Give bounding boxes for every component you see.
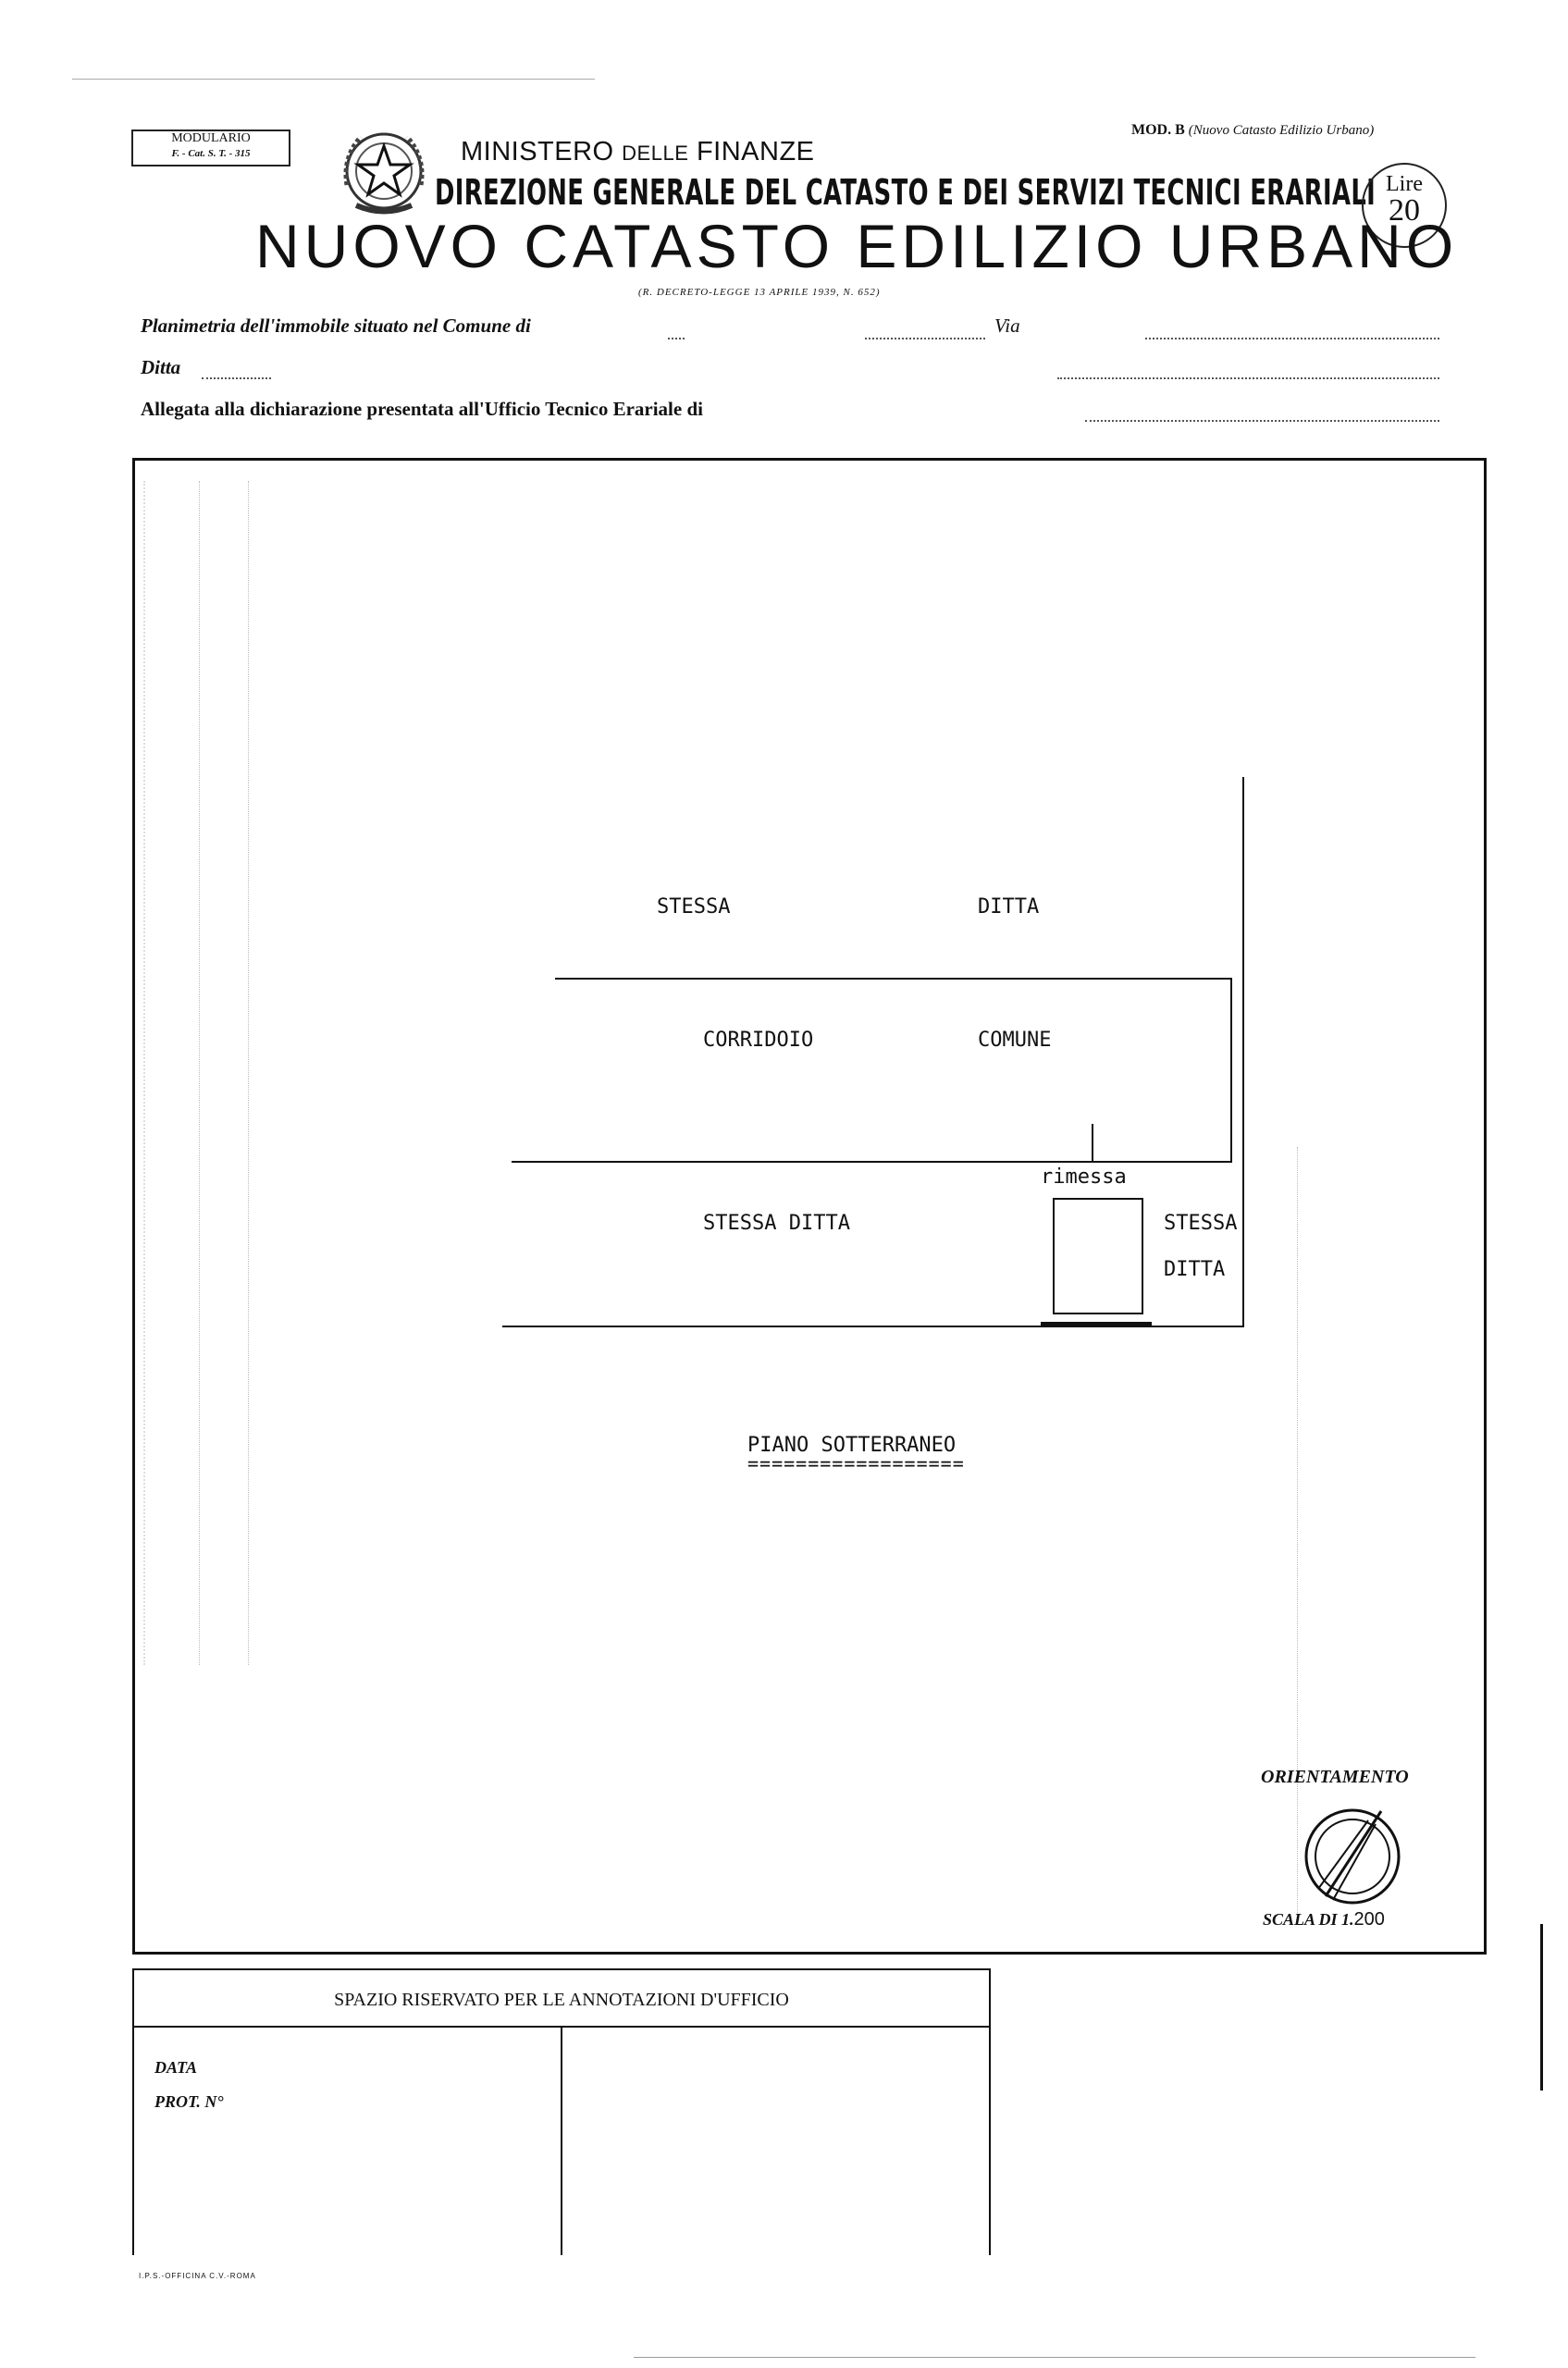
scan-edge-mark <box>1540 1924 1543 2090</box>
orientamento-label: ORIENTAMENTO <box>1261 1767 1409 1787</box>
direzione-heading: DIREZIONE GENERALE DEL CATASTO E DEI SER… <box>435 172 1377 213</box>
lire-word: Lire <box>1386 172 1423 196</box>
allegata-label: Allegata alla dichiarazione presentata a… <box>141 398 703 420</box>
scan-mark <box>143 481 145 1665</box>
label-stessa-ditta: STESSA DITTA <box>703 1212 850 1235</box>
label-ditta-right: DITTA <box>1164 1258 1226 1281</box>
comune-field-2 <box>865 338 985 339</box>
comune-field <box>668 338 685 339</box>
rimessa-box <box>1053 1198 1143 1314</box>
piano-underline: ================== <box>747 1452 965 1474</box>
via-label: Via <box>994 314 1020 337</box>
door-line <box>1092 1124 1093 1161</box>
lire-value: 20 <box>1389 193 1420 228</box>
corridor-top-wall <box>555 978 1232 980</box>
ufficio-field <box>1085 420 1439 422</box>
republic-emblem-icon <box>343 132 425 215</box>
mod-b-label: MOD. B (Nuovo Catasto Edilizio Urbano) <box>1131 122 1375 138</box>
modulario-code: F. - Cat. S. T. - 315 <box>171 148 251 159</box>
scan-mark <box>1297 1147 1298 1915</box>
ministero-heading: MINISTERO DELLE FINANZE <box>461 137 815 166</box>
scala-label: SCALA DI 1.200 <box>1263 1909 1385 1930</box>
rimessa-threshold <box>1041 1322 1152 1326</box>
label-corridoio: CORRIDOIO <box>703 1029 814 1052</box>
annotations-right-border <box>989 2028 991 2255</box>
lire-stamp: Lire 20 <box>1362 163 1447 248</box>
annotations-divider <box>561 2028 562 2255</box>
scala-value: 200 <box>1353 1909 1385 1930</box>
planimetria-label: Planimetria dell'immobile situato nel Co… <box>141 314 531 337</box>
basement-bottom-wall <box>502 1326 1244 1327</box>
label-rimessa: rimessa <box>1041 1166 1127 1189</box>
prot-label: PROT. N° <box>154 2092 224 2111</box>
label-stessa-top: STESSA <box>657 895 731 919</box>
corridor-right-wall <box>1230 978 1232 1163</box>
scan-mark <box>248 481 249 1665</box>
label-stessa-right: STESSA <box>1164 1212 1238 1235</box>
data-label: DATA <box>154 2058 198 2077</box>
ditta-field-2 <box>1057 377 1439 379</box>
decreto-reference: (R. DECRETO-LEGGE 13 APRILE 1939, N. 652… <box>638 287 881 298</box>
label-ditta-top: DITTA <box>978 895 1040 919</box>
annotations-left-border <box>132 2028 134 2255</box>
via-field <box>1145 338 1439 339</box>
annotations-heading: SPAZIO RISERVATO PER LE ANNOTAZIONI D'UF… <box>132 1968 991 2028</box>
boundary-right-wall <box>1242 777 1244 1327</box>
label-comune: COMUNE <box>978 1029 1052 1052</box>
document-title: NUOVO CATASTO EDILIZIO URBANO <box>255 212 1459 280</box>
bottom-rule <box>634 2357 1475 2358</box>
modulario-box: MODULARIO F. - Cat. S. T. - 315 <box>131 130 290 166</box>
corridor-bottom-wall <box>512 1161 1231 1163</box>
scan-mark <box>199 481 200 1665</box>
ditta-label: Ditta <box>141 356 181 378</box>
floor-plan-frame <box>132 458 1487 1955</box>
north-arrow-icon <box>1304 1808 1401 1905</box>
top-rule <box>72 79 595 80</box>
printer-imprint: I.P.S.-OFFICINA C.V.-ROMA <box>139 2272 256 2280</box>
ditta-field <box>202 377 271 379</box>
modulario-label: MODULARIO <box>171 131 251 145</box>
label-piano-sotterraneo: PIANO SOTTERRANEO <box>747 1434 957 1457</box>
